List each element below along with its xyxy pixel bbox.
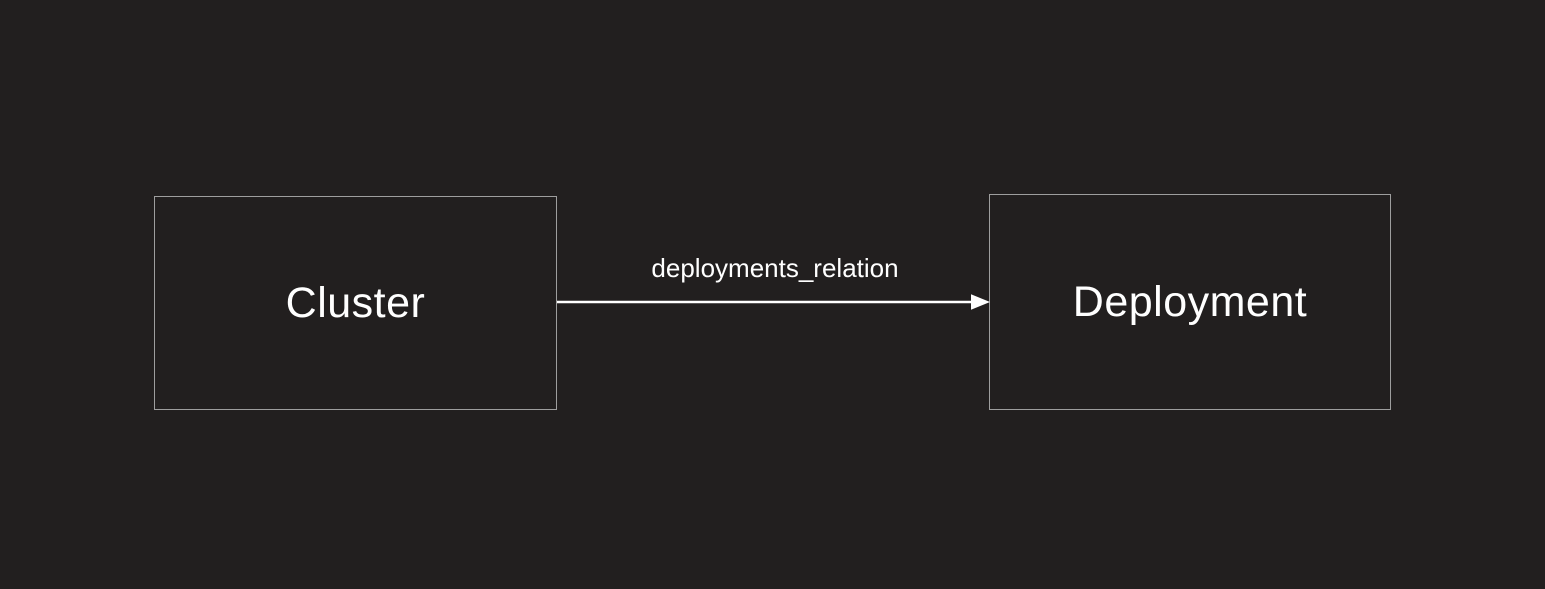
edge-label: deployments_relation [651, 253, 899, 283]
arrowhead-icon [971, 294, 990, 310]
edge-arrow [557, 294, 990, 310]
node-cluster-label: Cluster [285, 278, 426, 327]
node-deployment[interactable]: Deployment [989, 194, 1391, 410]
node-cluster[interactable]: Cluster [154, 196, 557, 410]
node-deployment-label: Deployment [1072, 277, 1308, 326]
